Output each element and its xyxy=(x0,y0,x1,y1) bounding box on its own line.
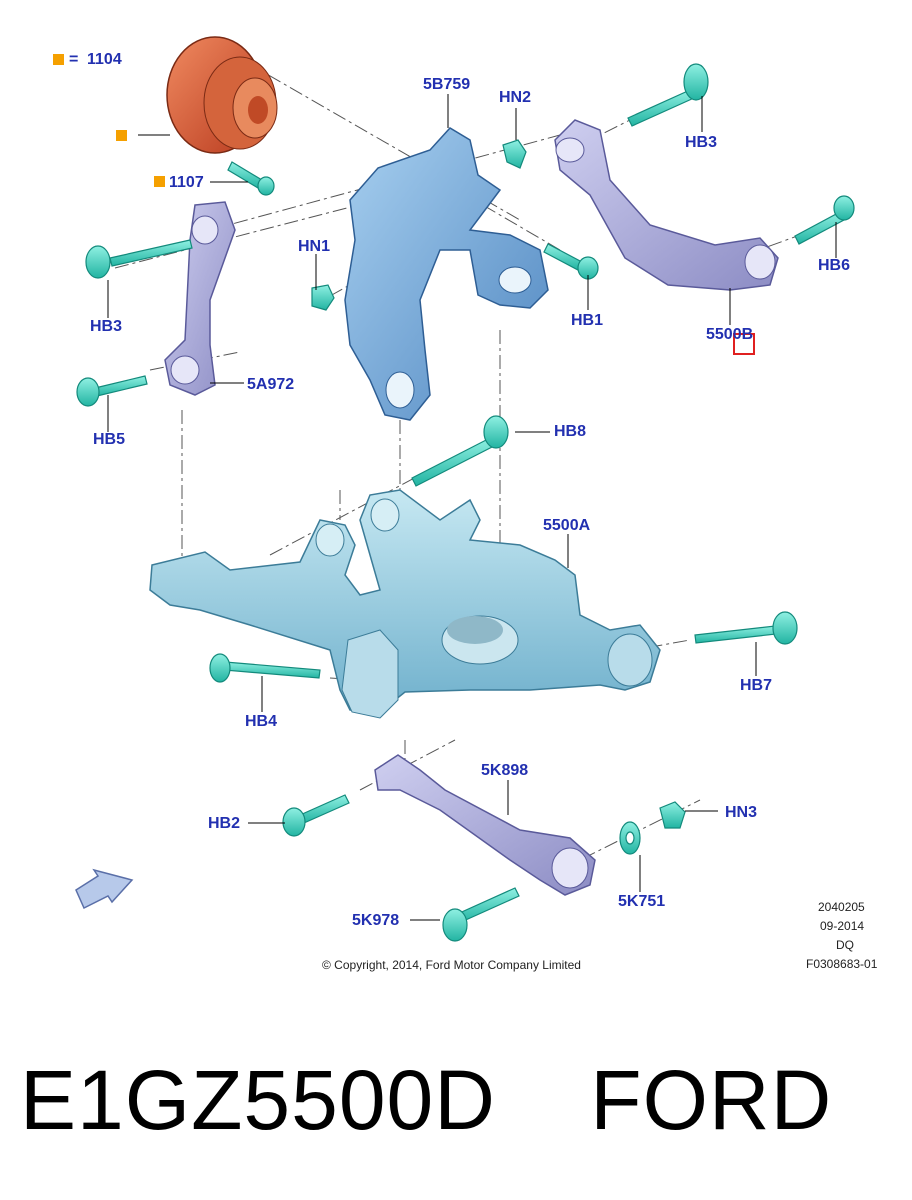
fastener-group xyxy=(76,63,855,942)
bolt-1107-marker xyxy=(154,176,165,187)
label-1107: 1107 xyxy=(169,174,204,191)
legend-marker xyxy=(53,54,64,65)
label-5a972: 5A972 xyxy=(247,376,295,393)
washer-5k751 xyxy=(619,821,641,855)
label-5500b: 5500B xyxy=(706,326,754,343)
label-hb6: HB6 xyxy=(818,257,851,274)
bolt-hb3-top xyxy=(627,63,709,127)
bolt-hb3-left xyxy=(85,239,193,279)
nut-hn2 xyxy=(502,139,527,169)
label-hb3-left: HB3 xyxy=(90,318,123,335)
legend-part-number: 1104 xyxy=(87,51,122,68)
label-hn3: HN3 xyxy=(725,804,758,821)
label-5k898: 5K898 xyxy=(481,762,529,779)
orientation-arrow-icon xyxy=(75,868,134,910)
rear-link-part xyxy=(374,754,596,896)
label-hb7: HB7 xyxy=(740,677,773,694)
diagram-initials: DQ xyxy=(836,938,854,952)
label-hn1: HN1 xyxy=(298,238,331,255)
diagram-date: 09-2014 xyxy=(820,919,865,933)
label-5500a: 5500A xyxy=(543,517,591,534)
bolt-hb4 xyxy=(209,653,321,683)
hub-marker xyxy=(116,130,127,141)
hub-bearing-assembly xyxy=(166,36,278,154)
label-5k751: 5K751 xyxy=(618,893,666,910)
copyright-notice: © Copyright, 2014, Ford Motor Company Li… xyxy=(322,958,581,972)
toe-link-part xyxy=(164,201,236,396)
bolt-hb8 xyxy=(411,415,509,487)
bolt-hb7 xyxy=(694,611,798,645)
bolt-hb5 xyxy=(76,375,148,407)
diagram-code: 2040205 xyxy=(818,900,865,914)
leader-lines xyxy=(107,94,837,921)
upper-arm-part xyxy=(554,119,779,291)
label-5b759: 5B759 xyxy=(423,76,471,93)
part-number: E1GZ5500D xyxy=(20,1053,496,1147)
label-hb2: HB2 xyxy=(208,815,241,832)
bolt-hb2 xyxy=(282,794,350,837)
lower-arm-part xyxy=(149,489,661,719)
figure-number: F0308683-01 xyxy=(806,957,878,971)
label-5k978: 5K978 xyxy=(352,912,400,929)
label-hb8: HB8 xyxy=(554,423,587,440)
legend-equals: = xyxy=(69,51,79,68)
label-hb5: HB5 xyxy=(93,431,126,448)
nut-hn3 xyxy=(659,801,686,829)
bolt-hb1 xyxy=(543,243,599,280)
brand-name: FORD xyxy=(590,1053,833,1147)
part-caption: E1GZ5500D FORD xyxy=(20,1058,832,1142)
label-hb3-top: HB3 xyxy=(685,134,718,151)
bolt-1107 xyxy=(227,161,275,196)
bolt-hb6 xyxy=(794,195,855,245)
highlight-marker xyxy=(733,333,755,355)
nut-hn1 xyxy=(311,284,335,311)
label-hb1: HB1 xyxy=(571,312,604,329)
knuckle-part xyxy=(344,127,549,421)
bolt-5k978 xyxy=(442,887,520,942)
label-hb4: HB4 xyxy=(245,713,278,730)
label-hn2: HN2 xyxy=(499,89,532,106)
suspension-exploded-diagram xyxy=(75,36,855,942)
